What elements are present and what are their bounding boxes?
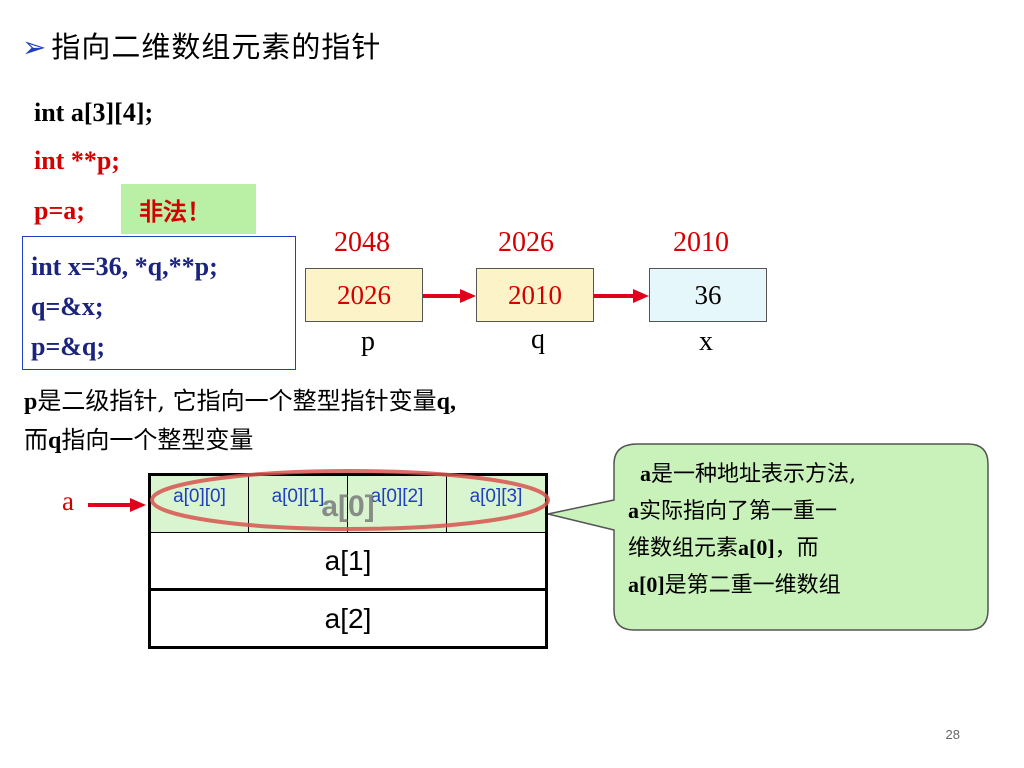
box-code-line-3: p=&q; (31, 332, 106, 361)
address-x: 2010 (673, 227, 729, 258)
description: p是二级指针, 它指向一个整型指针变量q, 而q指向一个整型变量 (24, 382, 456, 460)
array-pointer-label: a (62, 486, 74, 516)
address-p: 2048 (334, 227, 390, 258)
cell-a03: a[0][3] (447, 476, 545, 532)
title-text: 指向二维数组元素的指针 (51, 30, 382, 64)
callout-text: a是一种地址表示方法, a实际指向了第一重一 维数组元素a[0]，而 a[0]是… (628, 461, 856, 598)
array-row-2: a[2] (148, 591, 548, 649)
arrow-bullet-icon: ➢ (22, 30, 48, 64)
page-number: 28 (945, 727, 960, 742)
cell-x: 36 (649, 268, 767, 322)
code-line-1: int a[3][4]; (34, 98, 154, 127)
cell-q: 2010 (476, 268, 594, 322)
arrow-a-to-array-icon (88, 498, 146, 512)
cell-a02: a[0][2] (348, 476, 447, 532)
label-p: p (361, 326, 375, 357)
box-code-line-2: q=&x; (31, 292, 104, 321)
slide-title: ➢指向二维数组元素的指针 (22, 24, 381, 66)
callout-bubble (547, 443, 989, 631)
cell-p: 2026 (305, 268, 423, 322)
label-q: q (531, 324, 545, 355)
row0-label: a[0] (321, 490, 375, 523)
code-line-3: p=a; (34, 196, 85, 225)
illegal-note: 非法！ (121, 184, 256, 234)
row0-highlight-oval (150, 469, 550, 531)
code-box: int x=36, *q,**p; q=&x; p=&q; (22, 236, 296, 370)
address-q: 2026 (498, 227, 554, 258)
array-row-1: a[1] (148, 533, 548, 591)
arrow-p-to-q-icon (423, 289, 476, 303)
code-line-2: int **p; (34, 146, 120, 175)
description-line-1: p是二级指针, 它指向一个整型指针变量q, (24, 387, 456, 415)
description-line-2: 而q指向一个整型变量 (24, 426, 254, 454)
label-x: x (699, 326, 713, 357)
arrow-q-to-x-icon (594, 289, 649, 303)
box-code-line-1: int x=36, *q,**p; (31, 252, 218, 281)
cell-a01: a[0][1] (249, 476, 348, 532)
